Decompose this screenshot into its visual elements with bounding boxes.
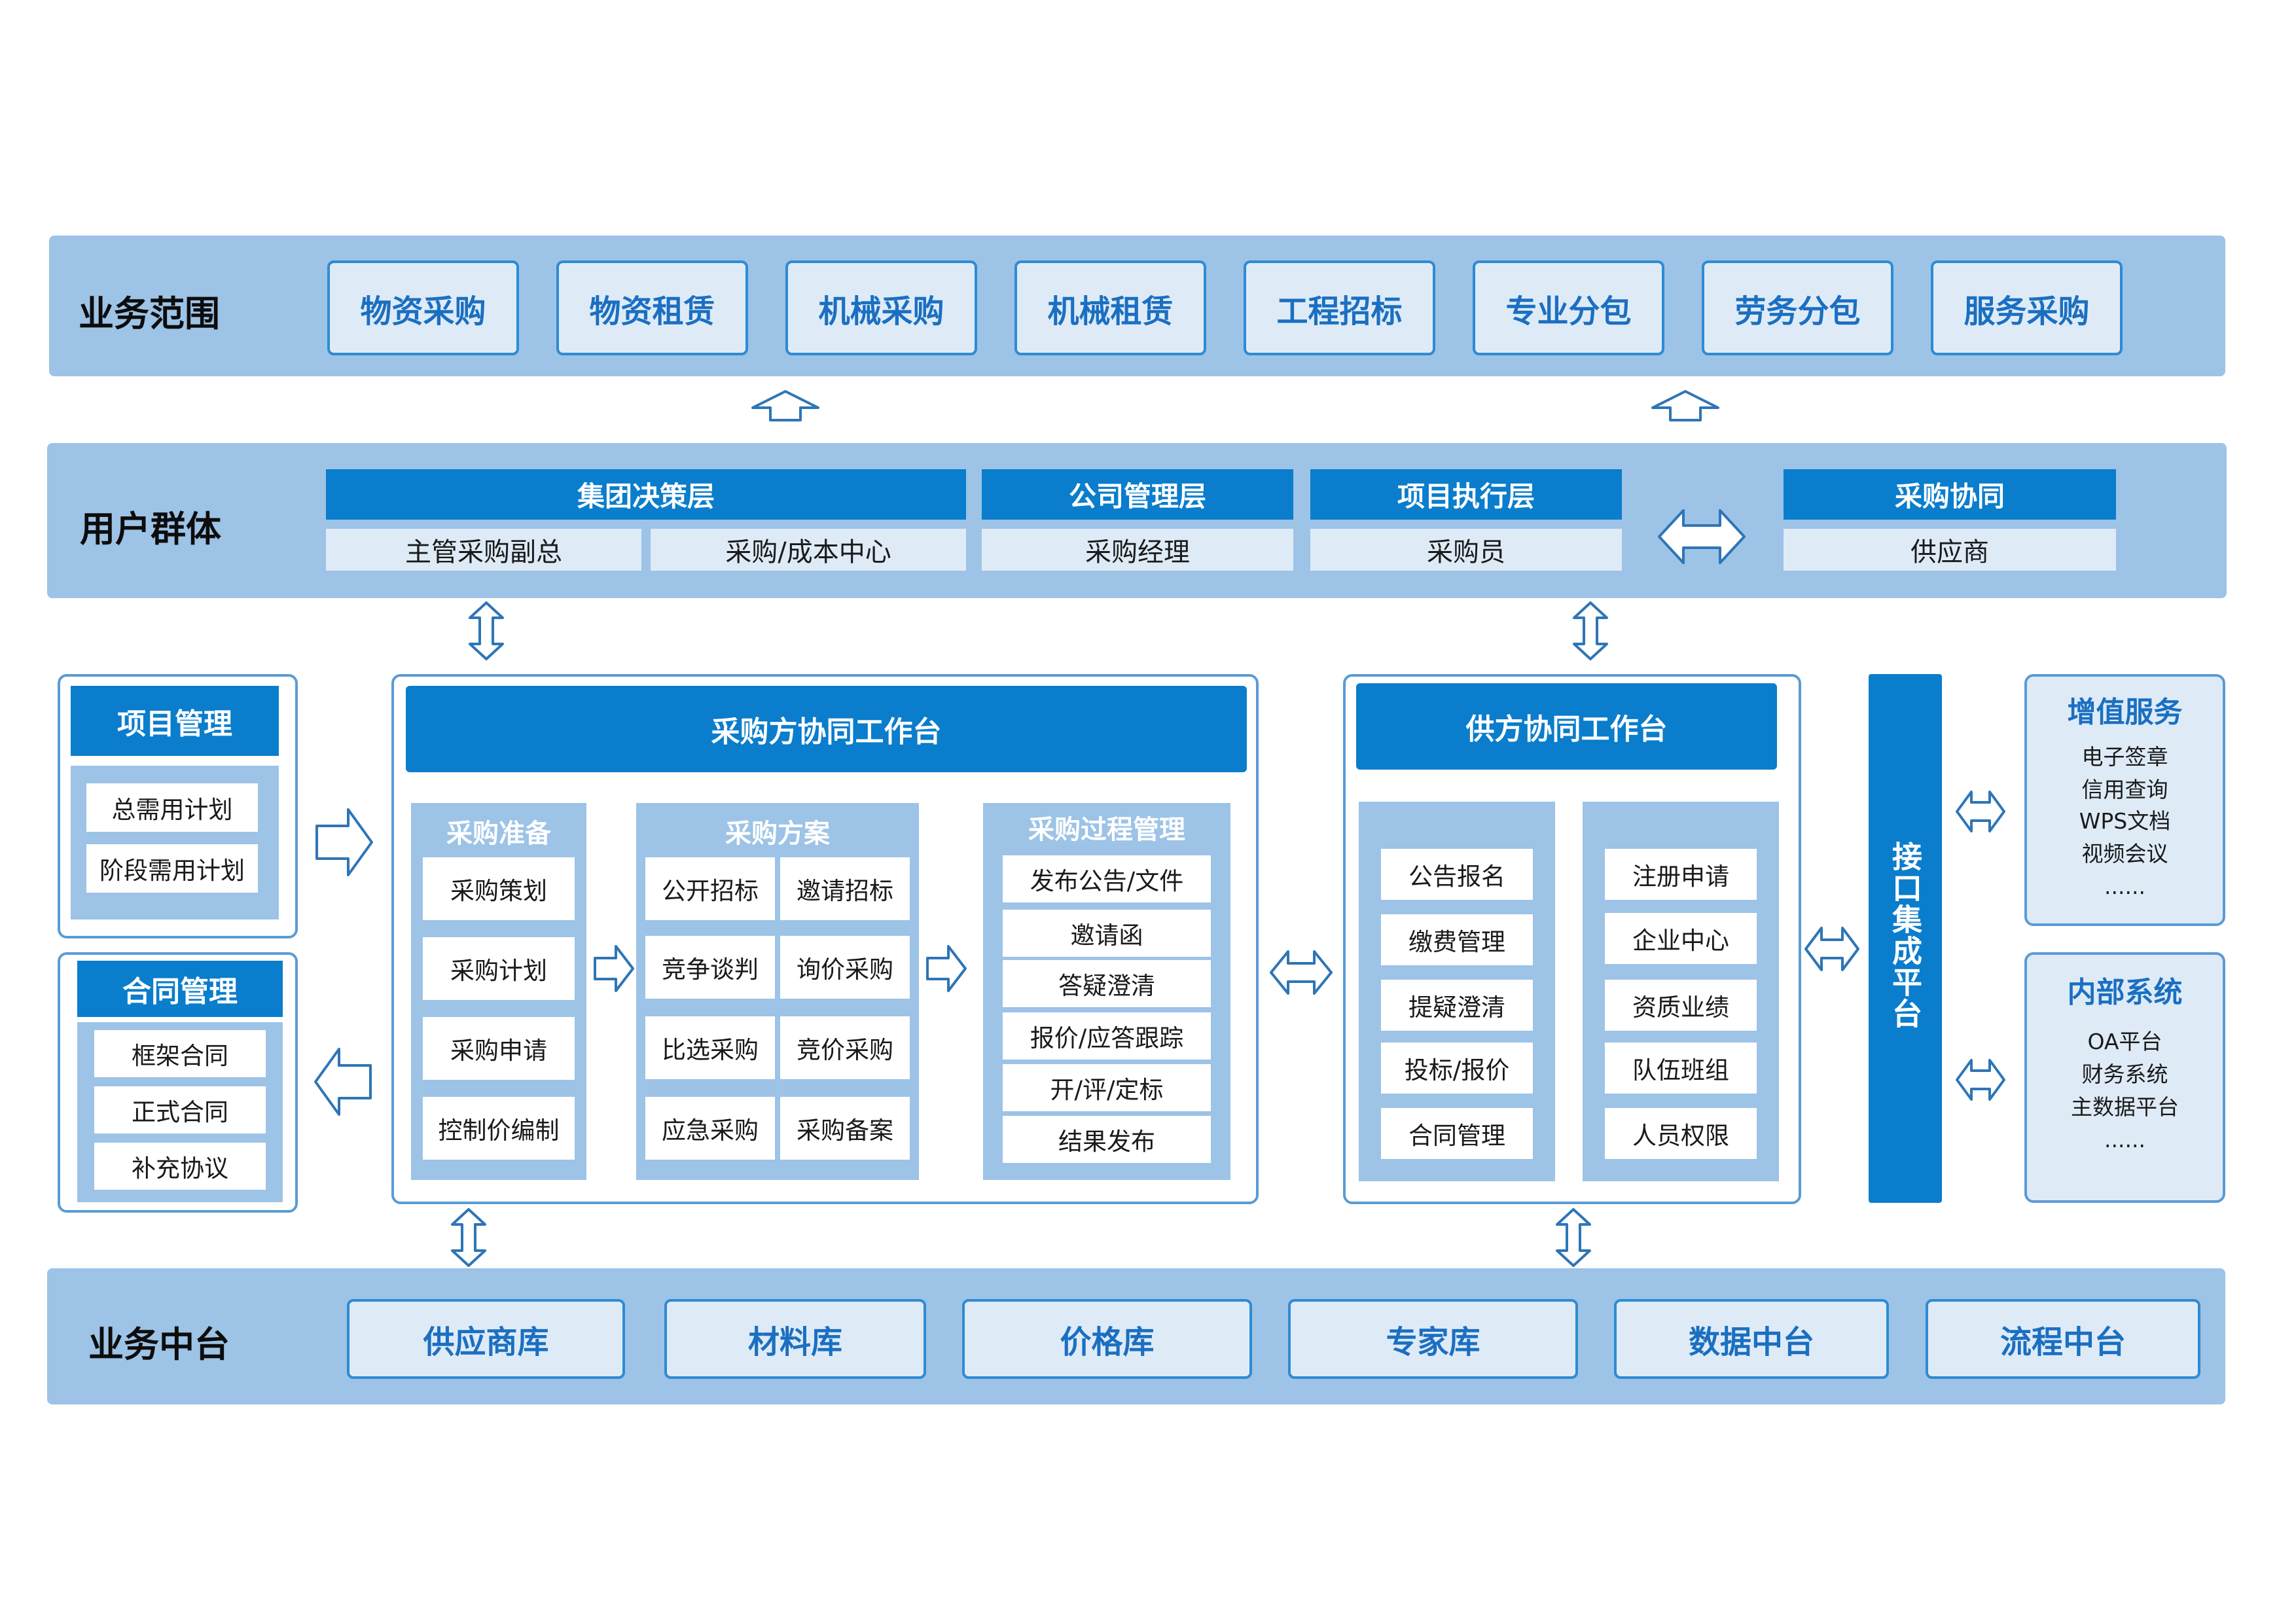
platform-supplier-library[interactable]: 供应商库 [347,1299,625,1379]
bidirectional-arrow-icon [1270,950,1333,995]
plan-open-tender[interactable]: 公开招标 [645,857,775,920]
group-header-company: 公司管理层 [982,469,1293,520]
up-arrow-icon [751,390,819,421]
vertical-bidirectional-arrow-icon [1573,601,1608,660]
supplier-qualification[interactable]: 资质业绩 [1605,980,1757,1031]
procurement-plan-title: 采购方案 [725,819,830,849]
plan-emergency[interactable]: 应急采购 [645,1097,775,1160]
group-header-collaboration: 采购协同 [1784,469,2116,520]
plan-competitive-negotiation[interactable]: 竞争谈判 [645,936,775,999]
value-service-video: 视频会议 [2081,841,2168,866]
left-arrow-icon [314,1048,372,1116]
plan-comparison[interactable]: 比选采购 [645,1016,775,1079]
platform-price-library[interactable]: 价格库 [962,1299,1252,1379]
group-sub-vice-president: 主管采购副总 [326,529,641,571]
prep-control-price[interactable]: 控制价编制 [423,1097,575,1160]
project-management-title: 项目管理 [71,686,279,756]
vertical-bidirectional-arrow-icon [1556,1208,1591,1267]
contract-management-title: 合同管理 [77,961,283,1017]
supplier-permissions[interactable]: 人员权限 [1605,1108,1757,1159]
process-invitation[interactable]: 邀请函 [1003,910,1211,957]
platform-material-library[interactable]: 材料库 [664,1299,926,1379]
plan-invite-tender[interactable]: 邀请招标 [780,857,910,920]
process-bid-evaluation[interactable]: 开/评/定标 [1003,1064,1211,1111]
business-middle-platform-title: 业务中台 [88,1324,230,1365]
supplier-notice-signup[interactable]: 公告报名 [1381,849,1533,900]
business-scope-title: 业务范围 [79,293,220,334]
prep-request[interactable]: 采购申请 [423,1017,575,1080]
prep-planning[interactable]: 采购策划 [423,857,575,920]
integration-platform-bar [1869,674,1942,1203]
scope-item-material-purchase[interactable]: 物资采购 [327,260,519,355]
supplier-contract-management[interactable]: 合同管理 [1381,1108,1533,1159]
supplier-team[interactable]: 队伍班组 [1605,1043,1757,1094]
supplier-workbench-title: 供方协同工作台 [1356,683,1777,770]
internal-system-master-data: 主数据平台 [2071,1094,2179,1120]
process-quote-tracking[interactable]: 报价/应答跟踪 [1003,1012,1211,1060]
value-services-panel [2024,674,2225,926]
scope-item-material-lease[interactable]: 物资租赁 [556,260,748,355]
process-clarification[interactable]: 答疑澄清 [1003,960,1211,1007]
value-service-credit: 信用查询 [2081,777,2168,802]
buyer-workbench-title: 采购方协同工作台 [406,686,1247,772]
internal-system-oa: OA平台 [2087,1029,2162,1054]
procurement-process-title: 采购过程管理 [1028,815,1185,845]
group-header-project: 项目执行层 [1310,469,1622,520]
group-sub-supplier: 供应商 [1784,529,2116,571]
internal-systems-title: 内部系统 [2067,976,2183,1009]
scope-item-service-purchase[interactable]: 服务采购 [1931,260,2123,355]
supplier-registration[interactable]: 注册申请 [1605,849,1757,900]
plan-inquiry[interactable]: 询价采购 [780,936,910,999]
value-service-more: ...... [2104,874,2145,899]
process-result-publish[interactable]: 结果发布 [1003,1116,1211,1163]
value-service-wps: WPS文档 [2079,808,2171,834]
value-service-esign: 电子签章 [2081,744,2168,770]
supplier-question-clarify[interactable]: 提疑澄清 [1381,980,1533,1031]
scope-item-engineering-bid[interactable]: 工程招标 [1244,260,1435,355]
prep-plan[interactable]: 采购计划 [423,937,575,1000]
platform-data-center[interactable]: 数据中台 [1614,1299,1889,1379]
platform-expert-library[interactable]: 专家库 [1288,1299,1578,1379]
group-sub-manager: 采购经理 [982,529,1293,571]
right-arrow-icon [594,945,634,992]
integration-platform-label: 接口集成平台 [1888,841,1923,1029]
scope-item-machine-purchase[interactable]: 机械采购 [785,260,977,355]
vertical-bidirectional-arrow-icon [469,601,504,660]
up-arrow-icon [1651,390,1719,421]
bidirectional-arrow-icon [1956,791,2005,832]
scope-item-specialty-subcontract[interactable]: 专业分包 [1473,260,1664,355]
internal-system-more: ...... [2104,1127,2145,1152]
bidirectional-arrow-icon [1804,927,1859,971]
bidirectional-arrow-icon [1956,1059,2005,1101]
user-group-title: 用户群体 [80,508,221,550]
scope-item-machine-lease[interactable]: 机械租赁 [1014,260,1206,355]
formal-contract[interactable]: 正式合同 [94,1086,266,1133]
group-header-decision: 集团决策层 [326,469,966,520]
platform-workflow-center[interactable]: 流程中台 [1926,1299,2200,1379]
procurement-prep-title: 采购准备 [446,819,551,849]
supplementary-agreement[interactable]: 补充协议 [94,1143,266,1190]
value-services-title: 增值服务 [2067,696,2183,729]
supplier-bid-quote[interactable]: 投标/报价 [1381,1043,1533,1094]
supplier-enterprise-center[interactable]: 企业中心 [1605,913,1757,964]
process-publish-notice[interactable]: 发布公告/文件 [1003,855,1211,902]
stage-demand-plan[interactable]: 阶段需用计划 [86,844,258,893]
right-arrow-icon [315,808,373,876]
plan-bidding[interactable]: 竞价采购 [780,1016,910,1079]
framework-contract[interactable]: 框架合同 [94,1030,266,1077]
bidirectional-arrow-icon [1658,509,1746,564]
user-group-band [47,443,2227,598]
internal-systems-panel [2024,952,2225,1203]
group-sub-cost-center: 采购/成本中心 [651,529,966,571]
group-sub-buyer: 采购员 [1310,529,1622,571]
right-arrow-icon [926,945,967,992]
total-demand-plan[interactable]: 总需用计划 [86,783,258,832]
plan-filing[interactable]: 采购备案 [780,1097,910,1160]
supplier-fee-management[interactable]: 缴费管理 [1381,914,1533,965]
internal-system-finance: 财务系统 [2081,1061,2168,1087]
scope-item-labor-subcontract[interactable]: 劳务分包 [1702,260,1893,355]
vertical-bidirectional-arrow-icon [451,1208,486,1267]
